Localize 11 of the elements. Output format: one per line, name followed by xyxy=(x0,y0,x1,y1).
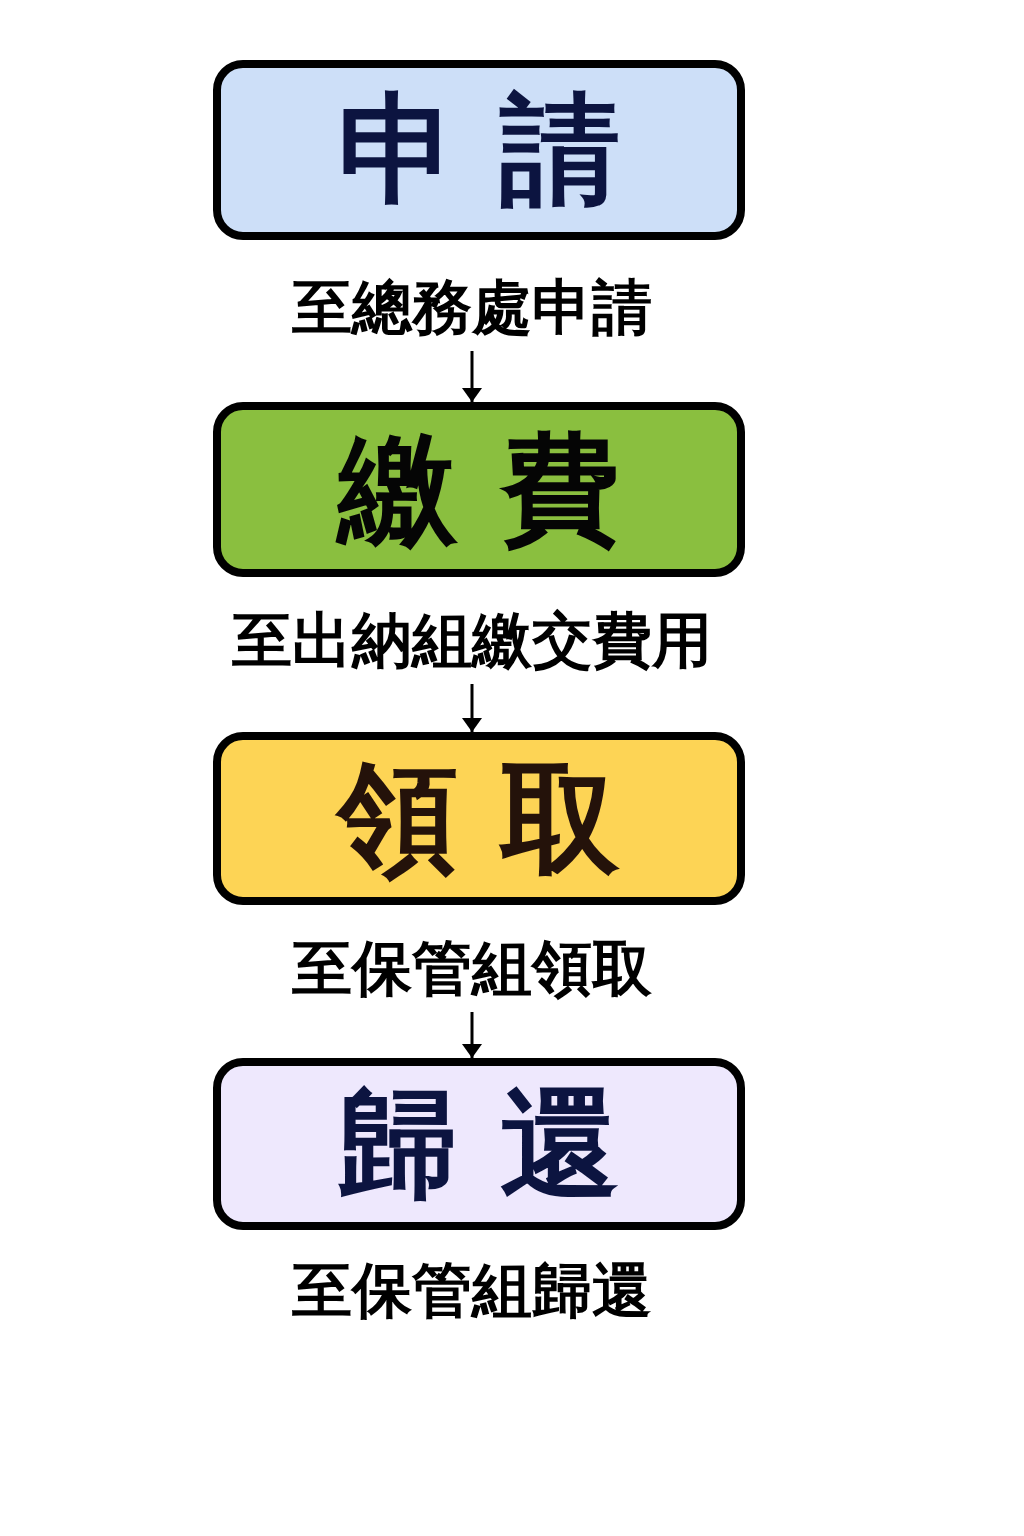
process-box: 繳 費 xyxy=(213,402,745,577)
arrow xyxy=(462,1012,482,1058)
step-caption: 至總務處申請 xyxy=(292,275,652,339)
arrow xyxy=(462,351,482,402)
step-caption: 至保管組領取 xyxy=(292,936,652,1000)
process-box: 申 請 xyxy=(213,60,745,240)
process-box: 歸 還 xyxy=(213,1058,745,1230)
step-caption: 至保管組歸還 xyxy=(292,1258,652,1322)
process-box: 領 取 xyxy=(213,732,745,905)
step-caption: 至出納組繳交費用 xyxy=(232,608,712,672)
arrow xyxy=(462,684,482,732)
